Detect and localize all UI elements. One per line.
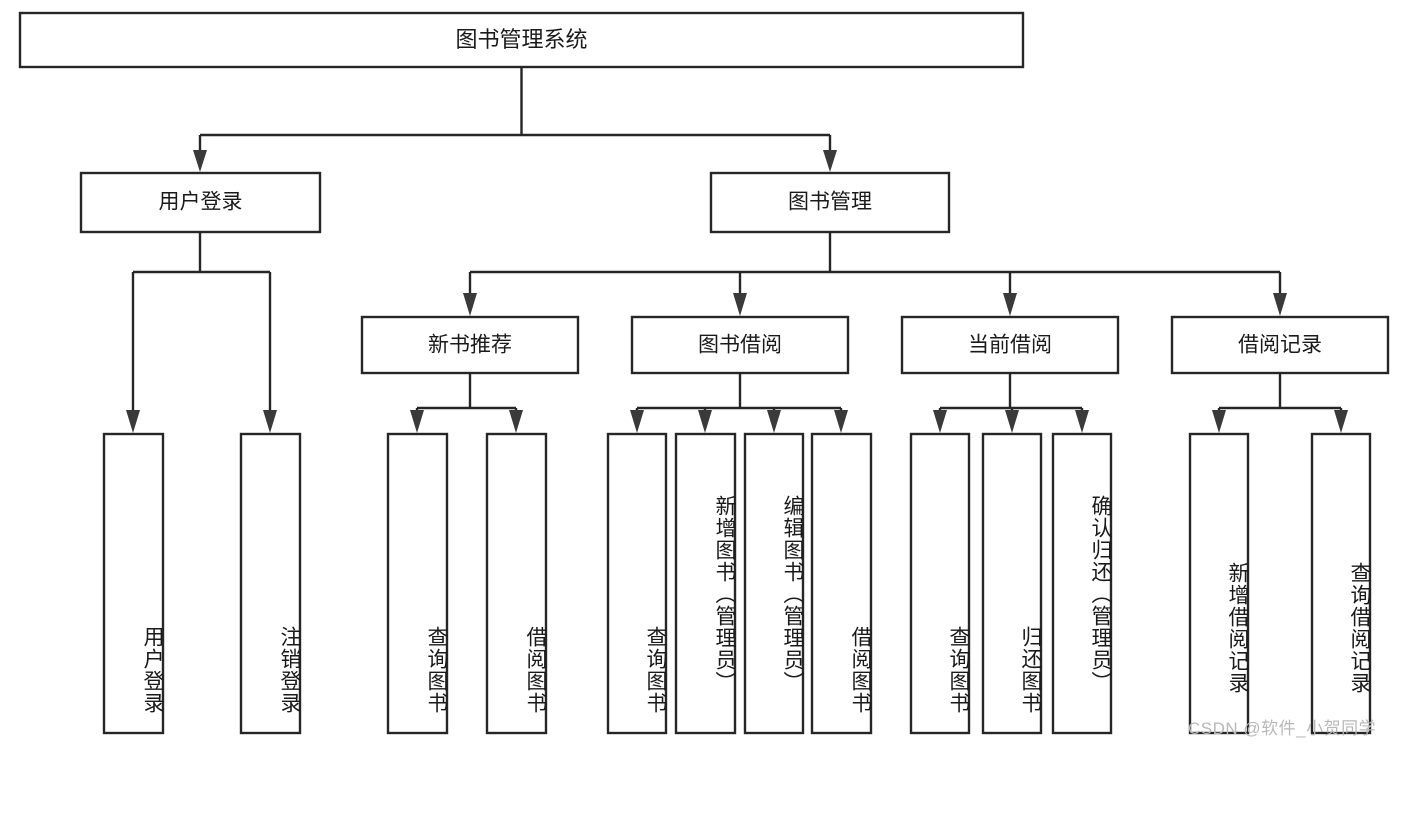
arrow-to-leaf-borrow-book-2 (834, 410, 848, 433)
arrow-to-leaf-borrow-book-1 (509, 410, 523, 433)
node-user-login-label: 用户登录 (159, 191, 243, 214)
node-borrow-record-box (1170, 315, 1390, 375)
connector-group-current-borrow (933, 373, 1089, 433)
node-leaf-add-book-box[interactable] (674, 432, 737, 735)
arrow-to-leaf-add-book (698, 410, 712, 433)
arrow-to-leaf-query-book-2 (630, 410, 644, 433)
node-leaf-edit-book-box[interactable] (743, 432, 805, 735)
node-leaf-query-book-1-box[interactable] (386, 432, 449, 735)
leaf-node-group (102, 432, 1372, 735)
node-root-label: 图书管理系统 (455, 27, 587, 52)
arrow-to-leaf-add-record (1212, 410, 1226, 433)
node-user-login-box (79, 171, 322, 234)
connector-group-new-book-recommend (410, 373, 523, 433)
node-root-box (18, 11, 1025, 69)
node-new-book-recommend-label: 新书推荐 (428, 334, 512, 357)
node-new-book-recommend[interactable]: 新书推荐 (360, 315, 580, 375)
node-book-borrow-box (630, 315, 850, 375)
arrow-to-leaf-query-book-3 (933, 410, 947, 433)
node-root[interactable]: 图书管理系统 (18, 11, 1025, 69)
arrow-to-leaf-edit-book (767, 410, 781, 433)
arrow-to-leaf-query-record (1334, 410, 1348, 433)
node-book-manage[interactable]: 图书管理 (709, 171, 951, 234)
hierarchy-diagram-svg: 图书管理系统 用户登录 图书管理 新书推荐 图书借阅 当前借阅 借阅记录 (18, 11, 1390, 735)
node-borrow-record[interactable]: 借阅记录 (1170, 315, 1390, 375)
node-leaf-borrow-book-1-box[interactable] (485, 432, 548, 735)
arrow-to-book-manage (823, 150, 837, 172)
node-leaf-confirm-return-box[interactable] (1051, 432, 1113, 735)
node-leaf-query-book-3-box[interactable] (909, 432, 971, 735)
node-leaf-borrow-book-2-box[interactable] (810, 432, 873, 735)
node-leaf-return-book-box[interactable] (981, 432, 1043, 735)
diagram-canvas: 图书管理系统 用户登录 图书管理 新书推荐 图书借阅 当前借阅 借阅记录 (18, 11, 1390, 738)
connector-group-book-manage (463, 232, 1287, 316)
arrow-to-borrow-record (1273, 293, 1287, 316)
arrow-to-current-borrow (1003, 293, 1017, 316)
connector-group-book-borrow (630, 373, 848, 433)
arrow-to-new-book-recommend (463, 293, 477, 316)
arrow-to-leaf-user-logout (263, 410, 277, 433)
arrow-to-leaf-return-book (1005, 410, 1019, 433)
node-leaf-user-login-box[interactable] (102, 432, 165, 735)
node-leaf-query-book-2-box[interactable] (606, 432, 668, 735)
node-leaf-query-record-box[interactable] (1310, 432, 1372, 735)
node-current-borrow[interactable]: 当前借阅 (900, 315, 1120, 375)
connector-group-user-login (126, 232, 277, 433)
connector-group-borrow-record (1212, 373, 1348, 433)
arrow-to-leaf-query-book-1 (410, 410, 424, 433)
node-borrow-record-label: 借阅记录 (1238, 334, 1322, 357)
arrow-to-leaf-user-login (126, 410, 140, 433)
node-book-manage-label: 图书管理 (788, 191, 872, 214)
node-book-manage-box (709, 171, 951, 234)
csdn-watermark: CSDN @软件_小贺同学 (1188, 719, 1377, 738)
node-new-book-recommend-box (360, 315, 580, 375)
arrow-to-leaf-confirm-return (1075, 410, 1089, 433)
node-leaf-user-logout-box[interactable] (239, 432, 302, 735)
node-book-borrow-label: 图书借阅 (698, 334, 782, 357)
node-book-borrow[interactable]: 图书借阅 (630, 315, 850, 375)
node-user-login[interactable]: 用户登录 (79, 171, 322, 234)
arrow-to-book-borrow (733, 293, 747, 316)
node-current-borrow-label: 当前借阅 (968, 334, 1052, 357)
arrow-to-user-login (193, 150, 207, 172)
node-leaf-add-record-box[interactable] (1188, 432, 1250, 735)
node-current-borrow-box (900, 315, 1120, 375)
connector-group-root (193, 67, 837, 172)
